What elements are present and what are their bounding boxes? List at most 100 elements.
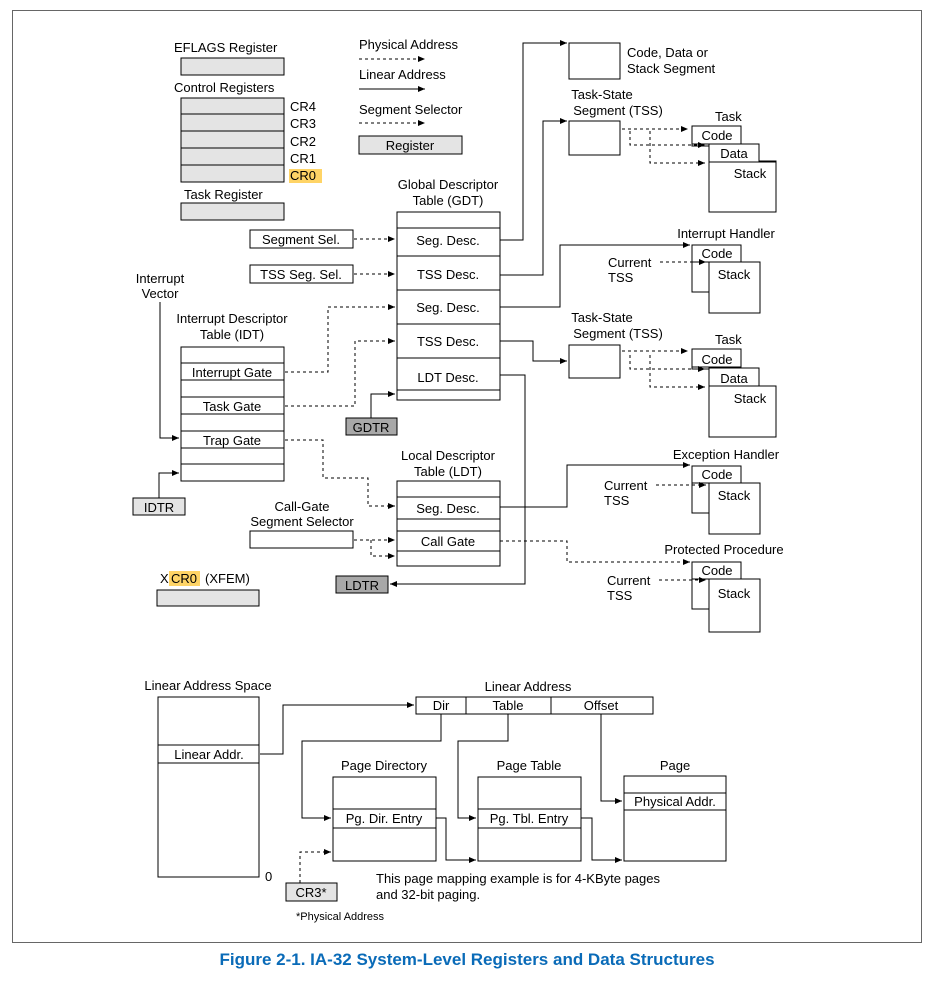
figure-caption: Figure 2-1. IA-32 System-Level Registers…: [219, 950, 715, 969]
system-diagram: EFLAGS Register Control Registers CR4 CR…: [132, 37, 784, 923]
cr0-highlight: [289, 169, 322, 183]
cr0-label: CR0: [290, 168, 316, 183]
gdt-group: Global Descriptor Table (GDT) Seg. Desc.…: [249, 177, 501, 436]
tss2-title-1: Task-State: [571, 310, 632, 325]
paging-footnote: *Physical Address: [296, 911, 385, 923]
ih-code: Code: [701, 246, 732, 261]
protected-procedure-label: Protected Procedure: [664, 542, 783, 557]
task1-code: Code: [701, 128, 732, 143]
cr2-label: CR2: [290, 134, 316, 149]
ldt-table: [396, 480, 501, 567]
linear-addr-label: Linear Addr.: [174, 747, 243, 762]
page-box: [623, 775, 727, 862]
eflags-label: EFLAGS Register: [174, 40, 278, 55]
page-directory-label: Page Directory: [341, 758, 427, 773]
gdt-seg-desc-2: Seg. Desc.: [416, 300, 480, 315]
linear-address-space-label: Linear Address Space: [144, 678, 271, 693]
cr2-register: [180, 130, 285, 149]
cr4-register: [180, 97, 285, 115]
exception-handler-label: Exception Handler: [673, 447, 780, 462]
ldt-title-1: Local Descriptor: [401, 448, 496, 463]
figure-frame: [12, 10, 922, 943]
code-data-stack-label-1: Code, Data or: [627, 45, 709, 60]
pp-current: Current: [607, 573, 651, 588]
register-legend-label: Register: [386, 138, 435, 153]
task1-label: Task: [715, 109, 742, 124]
cr3-paging-label: CR3*: [295, 885, 326, 900]
idt-title-2: Table (IDT): [200, 327, 264, 342]
cr3-label: CR3: [290, 116, 316, 131]
ih-current: Current: [608, 255, 652, 270]
ih-stack: Stack: [718, 267, 751, 282]
code-data-stack-label-2: Stack Segment: [627, 61, 716, 76]
code-data-stack-segment: [568, 42, 621, 80]
eh-current: Current: [604, 478, 648, 493]
cr1-register: [180, 147, 285, 166]
page-directory-box: [332, 776, 437, 862]
pp-tss: TSS: [607, 588, 633, 603]
tss2-box: [568, 344, 621, 379]
register-legend: EFLAGS Register Control Registers CR4 CR…: [174, 37, 463, 221]
tss-seg-sel-box: [249, 264, 354, 284]
xcr0-x: X: [160, 571, 169, 586]
ldt-call-gate: Call Gate: [421, 534, 475, 549]
call-gate-selector-box: [249, 530, 354, 549]
eh-stack: Stack: [718, 488, 751, 503]
gdt-seg-desc-1: Seg. Desc.: [416, 233, 480, 248]
segment-sel-label: Segment Sel.: [262, 232, 340, 247]
segment-sel-box: [249, 229, 354, 249]
xcr0-group: X CR0 (XFEM): [156, 571, 260, 607]
ih-code-box: [691, 244, 742, 263]
physical-addr-label: Physical Addr.: [634, 794, 716, 809]
right-structures: Code, Data or Stack Segment Task-State S…: [500, 40, 784, 633]
call-gate-sel-label-1: Call-Gate: [275, 499, 330, 514]
task2-label: Task: [715, 332, 742, 347]
ih-stack-box: [708, 261, 761, 314]
task-register-label: Task Register: [184, 187, 263, 202]
tss-seg-sel-label: TSS Seg. Sel.: [260, 267, 342, 282]
task2-code-box: [691, 348, 742, 368]
pp-stack: Stack: [718, 586, 751, 601]
idt-task-gate: Task Gate: [203, 399, 262, 414]
offset-field: Offset: [584, 698, 619, 713]
ih-tss: TSS: [608, 270, 634, 285]
task2-stack-box: [708, 385, 777, 438]
idt-title-1: Interrupt Descriptor: [176, 311, 288, 326]
linear-address-label: Linear Address: [485, 679, 572, 694]
xcr0-cr0: CR0: [171, 571, 197, 586]
page-label: Page: [660, 758, 690, 773]
register-legend-box: [358, 135, 463, 155]
linear-address-legend: Linear Address: [359, 67, 446, 82]
page-table-box: [477, 776, 582, 862]
ldt-seg-desc: Seg. Desc.: [416, 501, 480, 516]
paging-note-1: This page mapping example is for 4-KByte…: [376, 871, 660, 886]
task2-code: Code: [701, 352, 732, 367]
xcr0-suffix: (XFEM): [205, 571, 250, 586]
task2-stack-label: Stack: [734, 391, 767, 406]
ldt-title-2: Table (LDT): [414, 464, 482, 479]
interrupt-vector-label-2: Vector: [142, 286, 180, 301]
xcr0-highlight: [169, 571, 200, 586]
pp-code-box: [691, 561, 742, 580]
physical-address-legend: Physical Address: [359, 37, 458, 52]
xcr0-register: [156, 589, 260, 607]
dir-field: Dir: [433, 698, 450, 713]
segment-selector-legend: Segment Selector: [359, 102, 463, 117]
ldt-group: Local Descriptor Table (LDT) Seg. Desc. …: [249, 374, 526, 594]
paging-note-2: and 32-bit paging.: [376, 887, 480, 902]
table-field: Table: [492, 698, 523, 713]
eh-tss: TSS: [604, 493, 630, 508]
page-table-label: Page Table: [497, 758, 562, 773]
task1-data: Data: [720, 146, 748, 161]
cr0-register: [180, 164, 285, 183]
idt-group: Interrupt Vector Interrupt Descriptor Ta…: [132, 271, 288, 516]
gdt-title-1: Global Descriptor: [398, 177, 499, 192]
cr3-register-paging: [285, 882, 338, 902]
tss2-title-2: Segment (TSS): [573, 326, 663, 341]
ldtr-label: LDTR: [345, 578, 379, 593]
cr4-label: CR4: [290, 99, 316, 114]
pg-tbl-entry: Pg. Tbl. Entry: [490, 811, 569, 826]
ldtr-register: [335, 575, 389, 594]
pp-stack-box: [708, 578, 761, 633]
tss1-title-2: Segment (TSS): [573, 103, 663, 118]
